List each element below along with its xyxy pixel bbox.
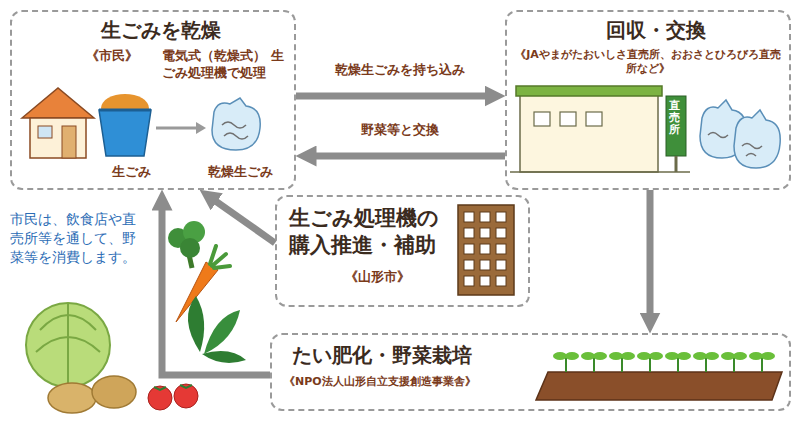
flow-arrow — [647, 190, 654, 323]
carrot — [176, 246, 230, 322]
flow-arrow — [208, 196, 275, 243]
bag-pile — [700, 100, 780, 168]
collection-box: 回収・交換《JAやまがたおいしさ直売所、おおさとひろびろ直売所など》 — [505, 10, 791, 190]
broccoli — [168, 221, 205, 268]
compost-box: たい肥化・野菜栽培《NPO法人山形自立支援創造事業舎》 — [270, 333, 791, 411]
sign-text: 直売所 — [669, 100, 680, 136]
bag-icon — [212, 98, 260, 150]
box-title: たい肥化・野菜栽培 — [292, 342, 552, 368]
arrow-label: 乾燥生ごみを持ち込み — [332, 62, 468, 79]
item-label: 生ごみ — [96, 164, 166, 181]
house-icon — [22, 88, 94, 158]
city-hall-building — [458, 205, 514, 295]
flow-arrow — [296, 93, 495, 100]
subsidy-box: 生ごみ処理機の 購入推進・補助《山形市》 — [275, 195, 530, 307]
box-title: 生ごみ処理機の 購入推進・補助 — [289, 205, 457, 260]
box-title: 生ごみを乾燥 — [20, 17, 302, 43]
citizen-box: 生ごみを乾燥《市民》電気式（乾燥式） 生ごみ処理機で処理生ごみ乾燥生ごみ — [10, 10, 296, 190]
cabbage — [26, 303, 110, 387]
flow-arrow — [162, 200, 270, 375]
item-label: 乾燥生ごみ — [192, 164, 288, 181]
spinach — [188, 296, 246, 363]
actor-name: 《市民》 — [62, 48, 162, 65]
actor-name: 《JAやまがたおいしさ直売所、おおさとひろびろ直売所など》 — [515, 48, 781, 77]
process-arrow — [156, 122, 206, 134]
shop-building — [510, 86, 690, 172]
note-text: 市民は、飲食店や直売所等を通して、野菜等を消費します。 — [10, 210, 142, 267]
arrow-label: 野菜等と交換 — [358, 122, 442, 139]
box-title: 回収・交換 — [515, 17, 797, 43]
bucket-icon — [99, 94, 151, 156]
field — [536, 352, 782, 400]
tomatoes — [148, 384, 198, 410]
potatoes — [48, 376, 136, 413]
actor-name: 《山形市》 — [307, 269, 447, 286]
flow-arrow — [306, 153, 505, 160]
method-note: 電気式（乾燥式） 生ごみ処理機で処理 — [162, 48, 294, 82]
actor-name: 《NPO法人山形自立支援創造事業舎》 — [284, 375, 544, 389]
